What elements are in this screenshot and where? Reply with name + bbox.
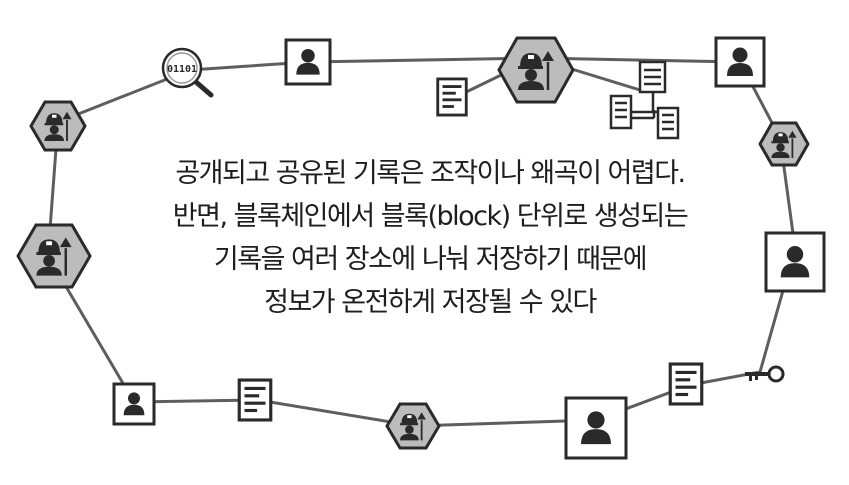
miner-icon xyxy=(16,223,92,289)
key-icon xyxy=(745,365,785,383)
person-icon xyxy=(112,382,156,426)
caption-line: 정보가 온전하게 저장될 수 있다 xyxy=(264,287,597,318)
person-icon xyxy=(564,396,628,460)
svg-text:01101: 01101 xyxy=(167,64,197,75)
server-network-icon xyxy=(609,60,680,140)
binary-search-icon: 01101 xyxy=(161,47,214,98)
document-icon xyxy=(237,378,273,422)
caption-line: 반면, 블록체인에서 블록(block) 단위로 생성되는 xyxy=(172,201,689,232)
caption-text: 공개되고 공유된 기록은 조작이나 왜곡이 어렵다. 반면, 블록체인에서 블록… xyxy=(110,152,750,324)
miner-icon xyxy=(497,36,575,104)
caption-line: 공개되고 공유된 기록은 조작이나 왜곡이 어렵다. xyxy=(175,158,686,189)
document-icon xyxy=(436,77,468,117)
person-icon xyxy=(714,36,766,88)
miner-icon xyxy=(758,121,810,167)
document-icon xyxy=(668,362,704,406)
caption-line: 기록을 여러 장소에 나눠 저장하기 때문에 xyxy=(213,244,648,275)
person-icon xyxy=(284,38,332,86)
miner-icon xyxy=(29,100,87,152)
person-icon xyxy=(764,231,826,293)
miner-icon xyxy=(385,402,441,450)
